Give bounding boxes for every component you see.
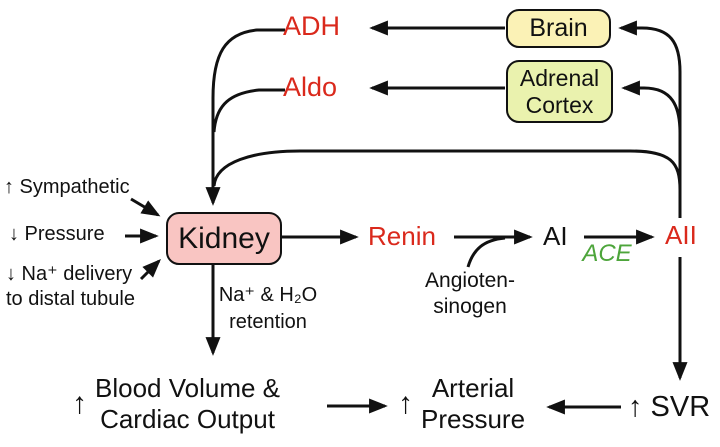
kidney-box: Kidney [166,212,282,265]
svr-label: ↑ SVR [628,391,711,423]
na-delivery-line1: ↓ Na⁺ delivery [6,263,133,285]
sympathetic-label: ↑ Sympathetic [4,176,130,198]
up-arrow-icon: ↑ [398,387,413,420]
na-h2o-retention-label: Na⁺ & H₂O retention [216,282,320,336]
angiotensin-ii-label: AII [665,220,697,250]
blood-volume-line1: Blood Volume & [95,373,281,403]
up-arrow-icon: ↑ [72,387,87,420]
ace-label: ACE [582,240,632,267]
arrow-angiotensinogen-to-ai [466,236,506,268]
arrow-sympathetic-to-kidney [130,197,161,217]
na-delivery-label: ↓ Na⁺ delivery to distal tubule [6,262,135,312]
adrenal-line2: Cortex [525,91,594,118]
brain-label: Brain [529,14,588,42]
blood-volume-label: ↑ Blood Volume & Cardiac Output [72,373,280,435]
blood-volume-text: Blood Volume & Cardiac Output [95,373,280,435]
angiotensinogen-label: Angioten- sinogen [405,268,535,320]
arterial-pressure-line1: Arterial [431,373,515,403]
adh-label: ADH [283,11,341,41]
adrenal-line1: Adrenal [519,64,600,91]
arterial-pressure-text: Arterial Pressure [421,373,525,435]
angiotensin-i-label: AI [543,221,568,251]
na-delivery-line2: to distal tubule [6,288,135,310]
pressure-label: ↓ Pressure [9,223,105,245]
blood-volume-line2: Cardiac Output [100,404,275,434]
kidney-label: Kidney [178,221,270,255]
arrow-aii-to-kidney [212,149,682,191]
angiotensinogen-line1: Angioten- [425,269,515,292]
aldo-label: Aldo [283,72,338,102]
arrow-aii-to-brain [618,20,682,218]
adrenal-cortex-label: Adrenal Cortex [520,65,599,119]
retention-line2: retention [229,311,307,333]
retention-line1: Na⁺ & H₂O [218,284,318,306]
arrow-adh-to-kidney [205,28,285,206]
arrow-aii-to-adrenal-cortex [621,80,682,134]
arrow-na-delivery-to-kidney [139,259,161,281]
angiotensinogen-line2: sinogen [433,295,507,318]
renin-label: Renin [368,221,436,251]
arterial-pressure-label: ↑ Arterial Pressure [398,373,525,435]
adrenal-cortex-box: Adrenal Cortex [506,60,613,123]
arrow-aldo-to-kidney [212,88,285,133]
arterial-pressure-line2: Pressure [421,404,526,434]
brain-box: Brain [506,9,611,48]
